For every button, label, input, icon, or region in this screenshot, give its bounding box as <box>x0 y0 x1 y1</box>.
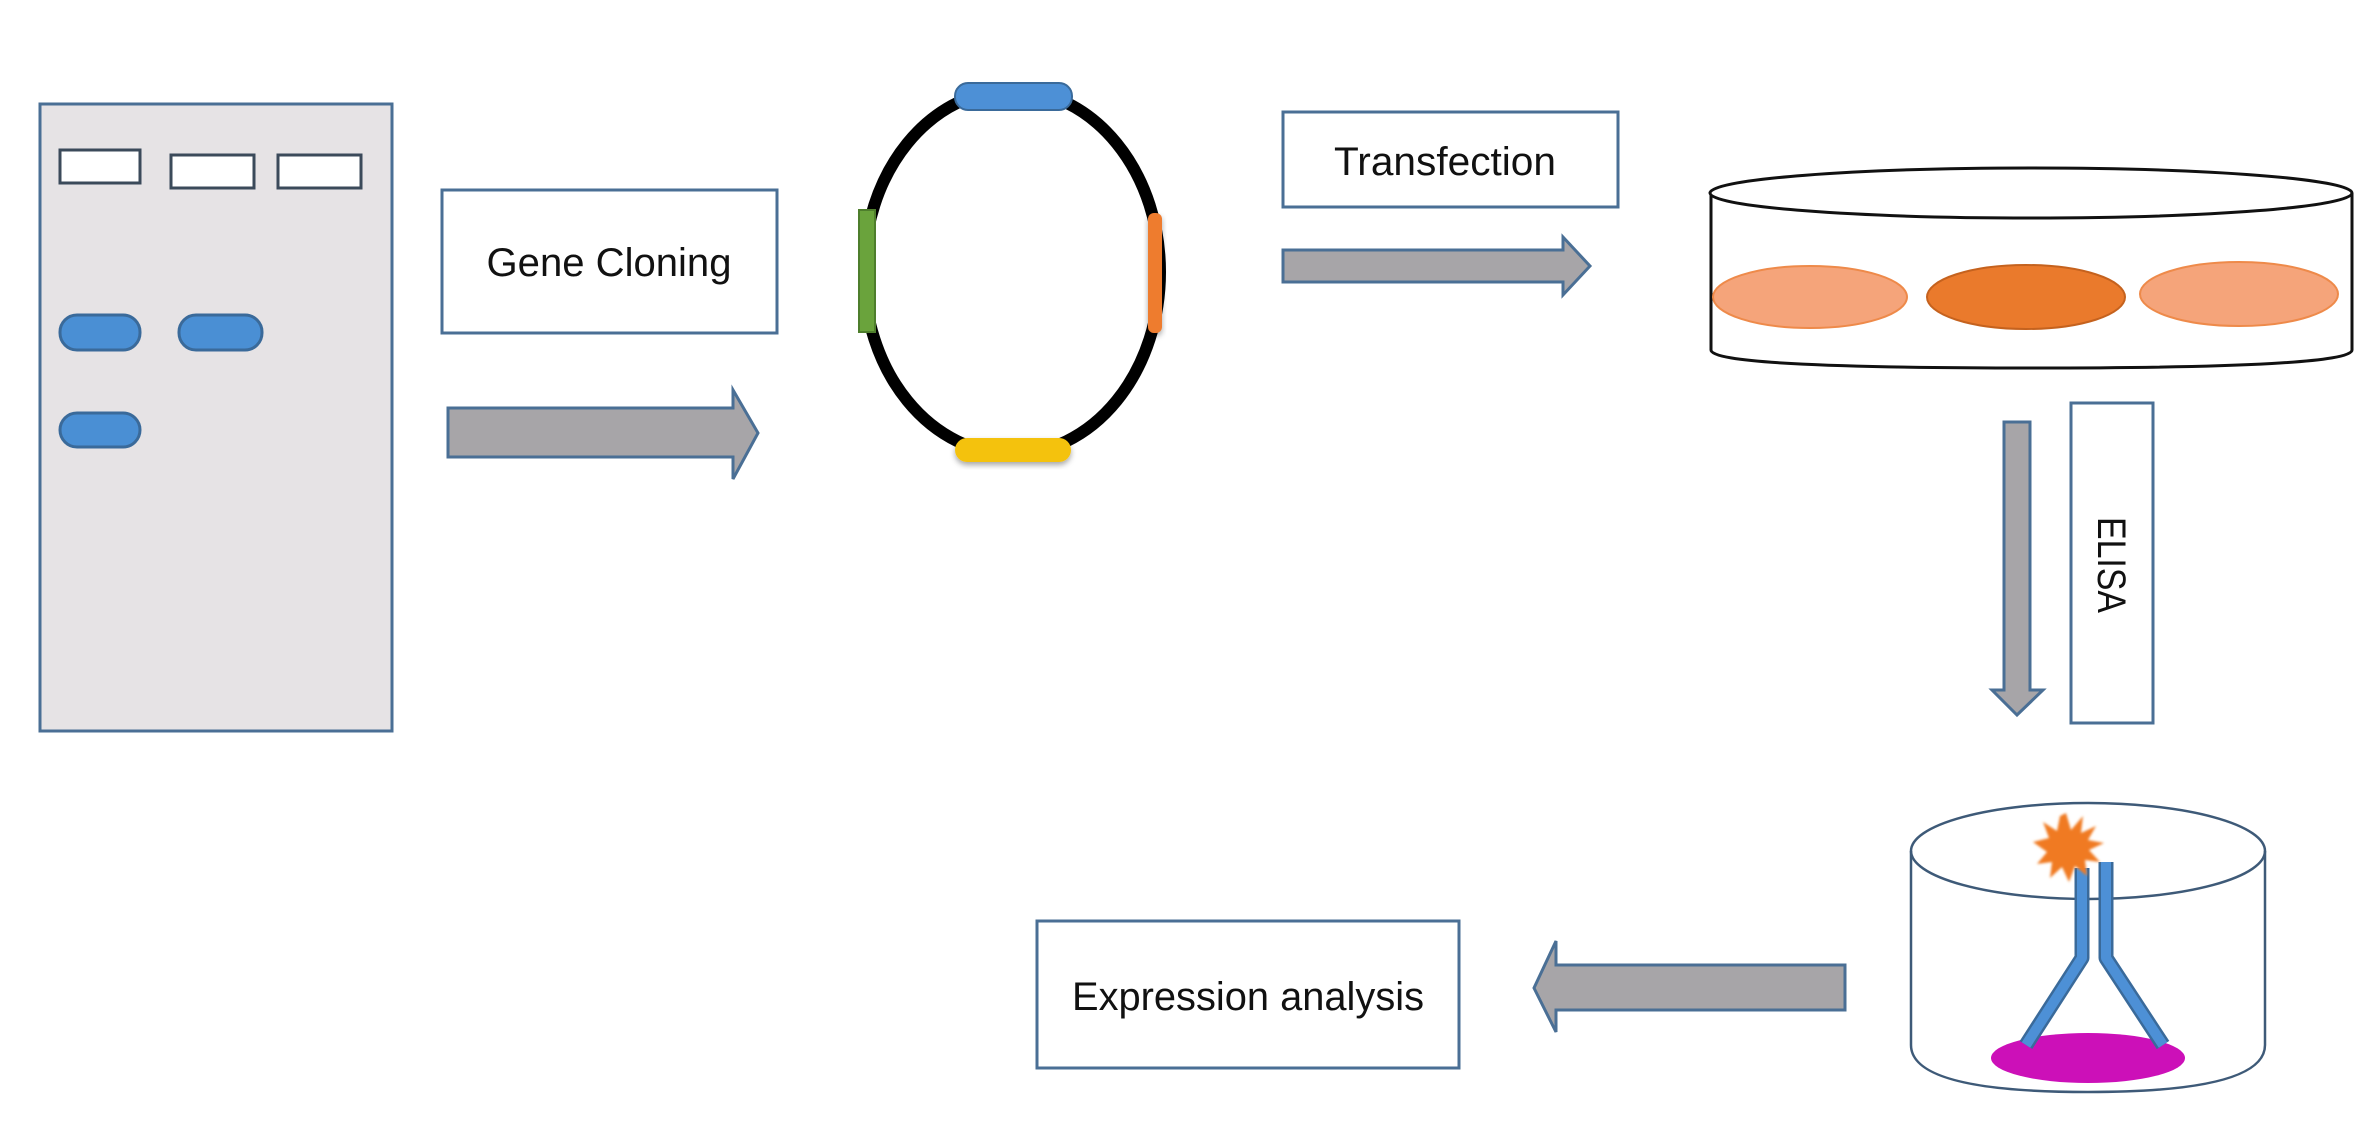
expression-analysis-label: Expression analysis <box>1072 975 1424 1019</box>
antibody <box>2019 862 2170 1050</box>
elisa-label-box <box>2069 401 2155 725</box>
gel-well-2 <box>169 153 256 190</box>
plasmid-segment-orange <box>1148 213 1162 333</box>
cell-colony-light <box>1712 265 1908 329</box>
arrow-right-icon <box>1281 233 1593 299</box>
transfection-step: Transfection <box>1281 110 1620 299</box>
signal-burst-icon <box>2033 813 2104 882</box>
plasmid-vector <box>858 82 1166 462</box>
gel-electrophoresis <box>38 102 394 733</box>
expression-analysis-label-box <box>1035 919 1461 1070</box>
well-body <box>1909 851 2267 1094</box>
gel-well-1 <box>58 148 142 185</box>
plasmid-backbone <box>858 84 1166 460</box>
expression-analysis-step: Expression analysis <box>1035 919 1847 1070</box>
cell-colony-dark <box>1926 264 2126 330</box>
gene-cloning-label: Gene Cloning <box>487 241 732 285</box>
plasmid-segment-yellow <box>955 438 1071 462</box>
arrow-down-icon <box>1988 420 2047 718</box>
plasmid-segment-green <box>858 209 876 333</box>
plasmid-segment-blue <box>954 82 1073 111</box>
elisa-step: ELISA <box>1988 401 2155 725</box>
transfection-label-box <box>1281 110 1620 209</box>
transfection-label: Transfection <box>1334 140 1556 184</box>
gene-cloning-step: Gene Cloning <box>440 188 779 480</box>
gel-band <box>58 313 142 352</box>
cell-culture-dish <box>1708 166 2354 370</box>
antigen-spot <box>1991 1033 2185 1083</box>
dish-rim <box>1708 166 2354 220</box>
gel-well-3 <box>276 153 363 190</box>
arrow-right-icon <box>446 384 760 480</box>
gel-band <box>58 411 142 449</box>
cell-colony-light <box>2139 261 2339 327</box>
arrow-left-icon <box>1532 940 1847 1033</box>
gel-band <box>177 313 264 352</box>
gene-cloning-label-box <box>440 188 779 335</box>
elisa-label: ELISA <box>2089 517 2133 613</box>
elisa-well <box>1909 801 2267 1094</box>
